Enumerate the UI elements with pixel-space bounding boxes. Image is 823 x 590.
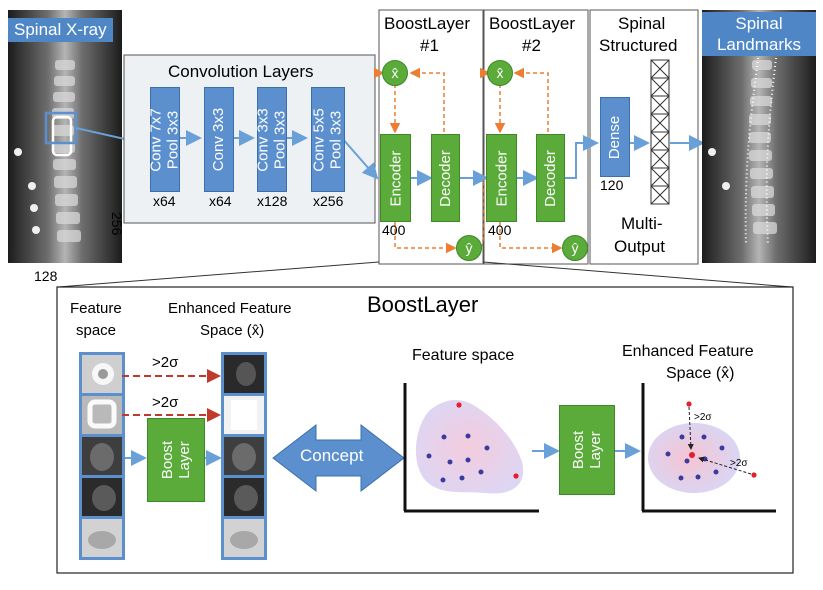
- output-bottom-line2: Output: [614, 237, 666, 256]
- threshold-label-2: >2σ: [152, 394, 179, 411]
- boost1-size: 400: [382, 222, 406, 238]
- enhanced-feature-space-plot: [641, 383, 776, 513]
- conv-block-3-line1: Conv 3x3: [255, 107, 272, 172]
- conv-block-1-line1: Conv 7x7: [148, 107, 165, 172]
- boost1-encoder-label: Encoder: [387, 150, 404, 206]
- plot2-annotation-2: >2σ: [730, 458, 748, 469]
- multi-output-cells: [650, 59, 670, 205]
- zoom-line-left: [57, 261, 380, 288]
- boost2-size: 400: [488, 222, 512, 238]
- feature-space-plot: [403, 383, 539, 513]
- conv-title: Convolution Layers: [168, 62, 314, 81]
- enhanced-label-line2: Space (x̂): [200, 322, 265, 339]
- landmarks-title: Spinal Landmarks: [702, 12, 816, 56]
- boost2-arrows: [480, 67, 599, 254]
- boost-layer-block-line1: Boost: [158, 440, 176, 480]
- boostlayer2-number: #2: [522, 36, 541, 55]
- conv-block-4-line1: Conv 5x5: [311, 107, 328, 172]
- output-title-line2: Structured: [599, 36, 678, 55]
- conv-block-3-channels: x128: [257, 193, 288, 209]
- plot2-title-line1: Enhanced Feature: [622, 343, 754, 360]
- xray-input-image: [8, 10, 122, 263]
- input-dim-width: 128: [34, 268, 58, 284]
- input-title: Spinal X-ray: [8, 18, 113, 42]
- conv-block-2-line1: Conv 3x3: [210, 107, 228, 172]
- conv-block-3-line2: Pool 3x3: [272, 110, 289, 169]
- boost2-decoder: Decoder: [536, 134, 565, 222]
- conv-block-4-line2: Pool 3x3: [328, 110, 345, 169]
- boost1-decoder-label: Decoder: [437, 149, 455, 207]
- plot2-annotation-1: >2σ: [694, 412, 712, 423]
- boostlayer2-title: BoostLayer: [489, 14, 575, 33]
- landmarks-title-line1: Spinal: [735, 14, 783, 33]
- conv-block-2-channels: x64: [209, 193, 232, 209]
- boost-layer-block-2-line2: Layer: [586, 431, 604, 469]
- plot2-title-line2: Space (x̂): [666, 365, 735, 382]
- dense-layer: Dense: [600, 97, 630, 177]
- boost-layer-block-2-line1: Boost: [569, 430, 587, 470]
- output-title-line1: Spinal: [618, 14, 666, 33]
- boostlayer1-number: #1: [420, 36, 439, 55]
- feature-column-input: [79, 352, 125, 560]
- input-dim-height: 256: [109, 212, 125, 236]
- concept-label: Concept: [300, 446, 364, 465]
- boost1-yhat-node: ŷ: [456, 235, 482, 261]
- boost2-yhat-node: ŷ: [562, 235, 588, 261]
- plot1-title: Feature space: [412, 347, 515, 364]
- output-bottom-line1: Multi-: [621, 214, 663, 233]
- boost2-encoder: Encoder: [486, 134, 517, 222]
- boost-layer-block-line2: Layer: [175, 441, 193, 479]
- feature-space-label-line2: space: [76, 322, 117, 339]
- boost1-encoder: Encoder: [380, 134, 411, 222]
- enhanced-label-line1: Enhanced Feature: [168, 300, 292, 317]
- landmarks-title-line2: Landmarks: [716, 35, 802, 54]
- feature-column-enhanced: [221, 352, 267, 560]
- conv-block-1-channels: x64: [153, 193, 176, 209]
- conv-block-4-channels: x256: [313, 193, 344, 209]
- boost1-decoder: Decoder: [431, 134, 460, 222]
- conv-block-1-line2: Pool 3x3: [165, 110, 182, 169]
- boost1-xhat-node: x̂: [382, 60, 408, 86]
- threshold-label-1: >2σ: [152, 354, 179, 371]
- feature-space-label-line1: Feature: [70, 300, 122, 317]
- dense-size: 120: [600, 177, 624, 193]
- detail-title: BoostLayer: [367, 292, 479, 317]
- boost2-encoder-label: Encoder: [493, 150, 510, 206]
- boost2-xhat-node: x̂: [487, 60, 513, 86]
- boostlayer1-title: BoostLayer: [384, 14, 470, 33]
- boost1-arrows: [374, 67, 489, 254]
- conv-arrows: [178, 130, 379, 180]
- boost2-decoder-label: Decoder: [542, 149, 560, 207]
- zoom-line-right: [482, 261, 793, 288]
- dense-label: Dense: [606, 115, 624, 159]
- conv-block-2: Conv 3x3: [204, 87, 234, 192]
